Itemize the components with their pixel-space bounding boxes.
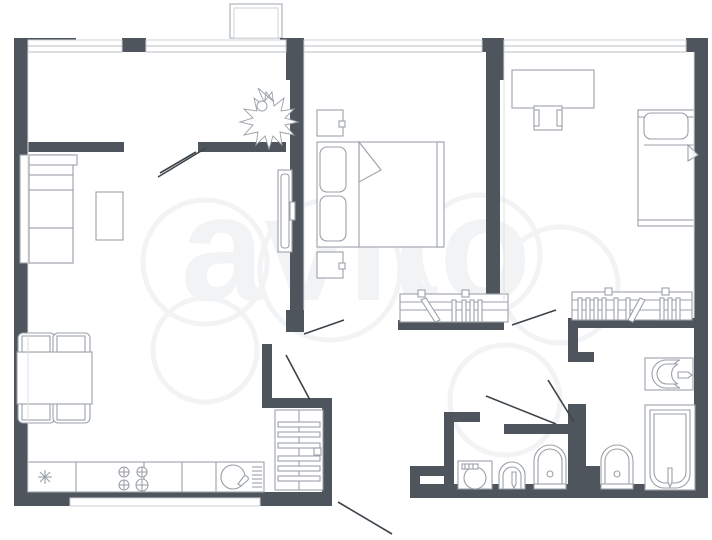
door-bedroom-second: [511, 309, 557, 326]
sofa: [19, 154, 78, 264]
stove-icon: [118, 466, 149, 492]
windows: [27, 39, 687, 507]
interior-trim: [27, 52, 695, 492]
window-living-left: [27, 39, 123, 53]
bathtub: [644, 404, 696, 491]
balcony-top: [229, 3, 283, 39]
door-entry: [337, 501, 393, 535]
furniture-living-room: [16, 87, 300, 493]
furniture-bathroom-left: [457, 444, 567, 490]
door-living-left: [159, 151, 197, 174]
door-bedroom-main: [303, 319, 345, 335]
double-bed: [316, 140, 445, 248]
bathroom-sink-right: [644, 357, 694, 391]
kitchen-sink-icon: [220, 464, 262, 490]
door-bathroom-left: [485, 395, 557, 425]
wardrobe-main: [277, 169, 296, 253]
furniture-bathroom-right: [600, 357, 696, 491]
balcony-right: [571, 287, 693, 323]
door-bathroom-right: [547, 379, 575, 423]
closet-shelving: [274, 409, 324, 491]
door-hallway-closet: [285, 354, 311, 401]
window-bedroom-second: [503, 39, 687, 53]
faucet-icon: [677, 371, 693, 379]
desk-chair: [533, 105, 563, 131]
bed-pillow-2: [319, 195, 347, 242]
door-living-right: [157, 147, 207, 178]
window-living-center: [145, 39, 287, 53]
coffee-table: [95, 191, 124, 241]
nightstand-bottom: [316, 251, 346, 279]
washing-machine: [457, 460, 493, 490]
toilet-left: [533, 444, 567, 490]
entry-threshold: [69, 497, 261, 507]
bathroom-sink-left: [498, 461, 526, 490]
faucet-icon: [667, 467, 673, 489]
furniture-bedroom-second: [511, 69, 699, 227]
furniture-bedroom-main: [277, 109, 445, 279]
nightstand-top: [316, 109, 346, 137]
bed-pillow-3: [643, 112, 689, 140]
closet-handle-icon: [313, 447, 322, 456]
door-leader-lines: [157, 147, 575, 535]
window-bedroom-main: [303, 39, 483, 53]
single-bed: [637, 109, 699, 227]
refrigerator-icon: [38, 470, 52, 484]
faucet-icon: [511, 471, 517, 490]
dining-chairs: [17, 332, 91, 424]
balcony-middle: [399, 289, 509, 323]
toilet-right: [600, 444, 634, 490]
desk: [511, 69, 595, 109]
bed-pillow-1: [319, 146, 347, 193]
potted-plant-icon: [238, 87, 300, 151]
